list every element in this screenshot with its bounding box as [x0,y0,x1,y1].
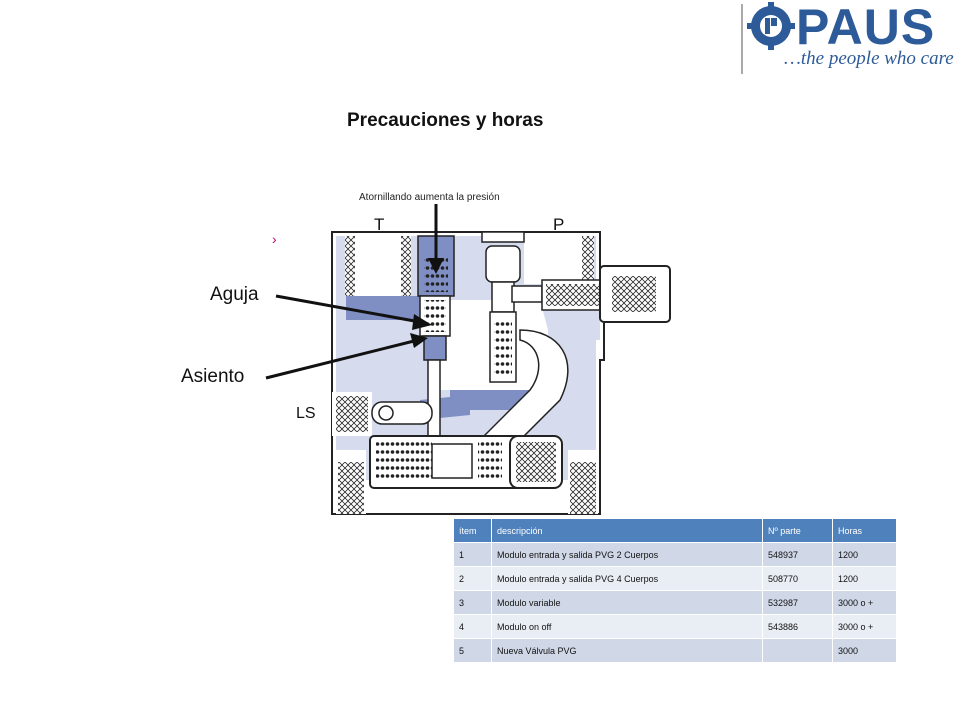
stray-mark: › [272,231,277,247]
table-row: 5 Nueva Válvula PVG 3000 [453,638,897,663]
valve-body [331,231,671,515]
table-row: 3 Modulo variable 532987 3000 o + [453,590,897,615]
header-hours: Horas [832,518,897,543]
screw-arrow [428,204,444,274]
cell-part-number [762,638,833,663]
cell-item: 4 [453,614,492,639]
table-row: 4 Modulo on off 543886 3000 o + [453,614,897,639]
port-ls-label: LS [296,405,316,422]
paus-logo: PAUS …the people who care [738,0,960,76]
header-part-number: Nº parte [762,518,833,543]
aguja-label: Aguja [210,284,259,305]
table-row: 1 Modulo entrada y salida PVG 2 Cuerpos … [453,542,897,567]
cell-hours: 1200 [832,566,897,591]
asiento-pointer [265,333,428,380]
cell-part-number: 548937 [762,542,833,567]
cell-part-number: 508770 [762,566,833,591]
cell-description: Nueva Válvula PVG [491,638,763,663]
logo-word: PAUS [796,0,936,55]
page-title: Precauciones y horas [347,110,544,131]
cell-hours: 3000 o + [832,614,897,639]
cell-part-number: 532987 [762,590,833,615]
aguja-pointer [275,294,432,330]
asiento-label: Asiento [181,366,245,387]
cell-item: 5 [453,638,492,663]
port-p-label: P [553,215,565,234]
cell-item: 3 [453,590,492,615]
header-item: ítem [453,518,492,543]
cell-hours: 3000 o + [832,590,897,615]
cell-hours: 1200 [832,542,897,567]
cell-description: Modulo entrada y salida PVG 2 Cuerpos [491,542,763,567]
cell-item: 2 [453,566,492,591]
port-t-label: T [374,215,385,234]
cell-item: 1 [453,542,492,567]
cell-description: Modulo variable [491,590,763,615]
table-row: 2 Modulo entrada y salida PVG 4 Cuerpos … [453,566,897,591]
header-description: descripción [491,518,763,543]
cell-description: Modulo entrada y salida PVG 4 Cuerpos [491,566,763,591]
logo-tagline: …the people who care [784,48,954,69]
paus-logo-emblem [741,2,795,74]
cell-part-number: 543886 [762,614,833,639]
table-header-row: ítem descripción Nº parte Horas [453,518,897,543]
cell-hours: 3000 [832,638,897,663]
screw-note: Atornillando aumenta la presión [359,192,500,203]
cell-description: Modulo on off [491,614,763,639]
hours-table: ítem descripción Nº parte Horas 1 Modulo… [453,518,897,663]
